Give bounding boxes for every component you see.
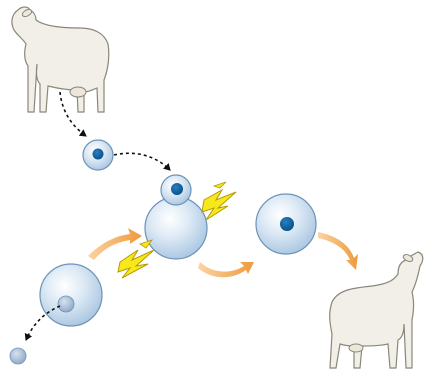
embryo-nucleus <box>280 217 294 231</box>
sheep-icon <box>330 252 423 368</box>
sheep-icon <box>12 7 109 112</box>
donor-sheep-udder <box>70 87 86 97</box>
clone-sheep-udder <box>349 344 363 352</box>
lightning-spark-icon <box>118 240 154 278</box>
egg-cell <box>40 264 102 326</box>
clone-sheep <box>330 252 423 368</box>
somatic-cell-nucleus <box>93 149 104 160</box>
lightning-spark-icon <box>202 182 236 220</box>
donor-cell-nucleus <box>171 183 183 195</box>
donor-sheep <box>12 7 109 112</box>
fusion-cells <box>145 175 207 259</box>
enucleated-egg <box>145 197 207 259</box>
somatic-cell <box>83 140 113 170</box>
egg-nucleus-removed <box>58 296 74 312</box>
discarded-nucleus <box>10 348 26 364</box>
flow-arrow-embryo-to-clone <box>318 232 358 270</box>
dashed-arrow-cell-to-fusion <box>114 153 170 170</box>
embryo-cell <box>256 194 316 254</box>
flow-arrow-fusion-to-embryo <box>198 262 254 277</box>
